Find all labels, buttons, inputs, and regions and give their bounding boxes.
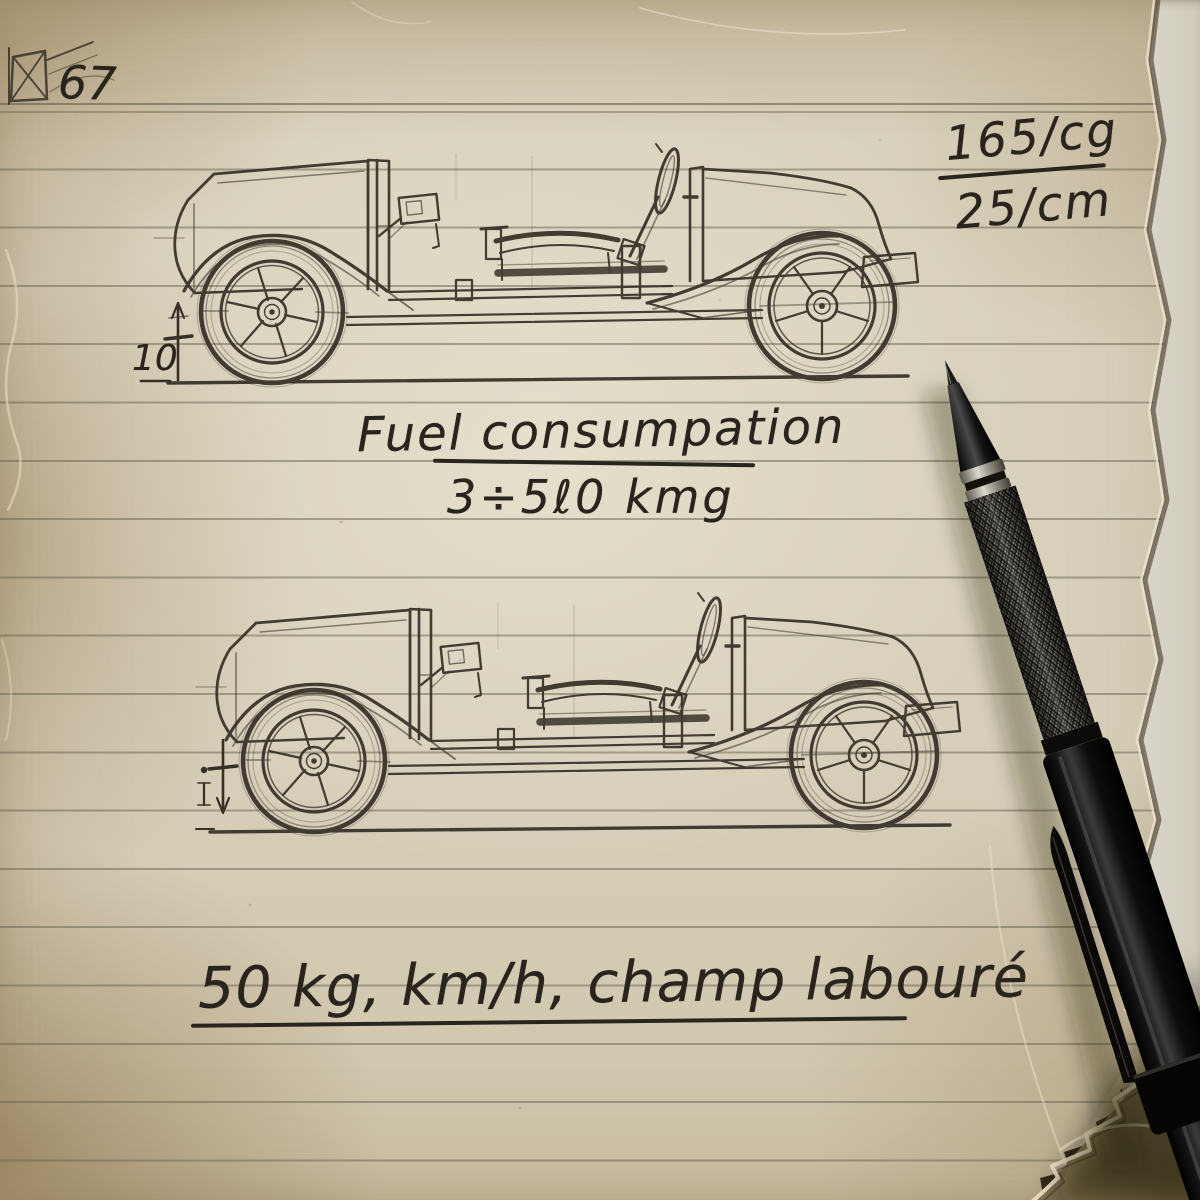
fuel-consumption-title: Fuel consumpation — [356, 398, 846, 464]
header-rule — [0, 103, 1165, 105]
bottom-note: 50 kg, km/h, champ labouré — [197, 944, 1030, 1022]
ruled-lines — [0, 112, 1168, 1200]
fuel-consumption-value: 3÷5ℓ0 kmg — [447, 470, 735, 524]
page-number: 67 — [57, 54, 118, 112]
scale-fraction: 165/cg 25/cm — [933, 102, 1126, 241]
dimension-label: 10 — [132, 338, 178, 379]
